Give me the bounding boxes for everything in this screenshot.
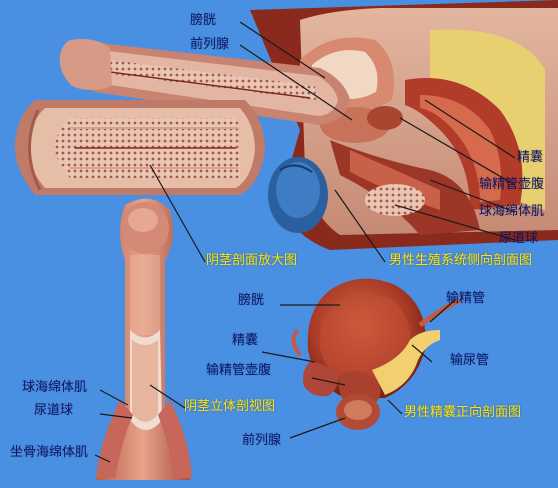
leader-urethral-bulb-top bbox=[394, 204, 516, 241]
label-vas-deferens: 输精管 bbox=[446, 291, 486, 306]
penis-3d-art bbox=[95, 198, 192, 481]
caption-enlarged-section: 阴茎剖面放大图 bbox=[206, 253, 298, 268]
leader-sagittal-caption bbox=[334, 189, 386, 263]
leader-urethral-bulb-3d bbox=[99, 413, 133, 419]
label-urethral-bulb-sagittal: 尿道球 bbox=[499, 231, 539, 246]
leader-seminal-vesicle bbox=[424, 99, 516, 159]
caption-frontal-section: 男性精囊正向剖面图 bbox=[404, 405, 522, 420]
leader-seminal-vesicle-frontal bbox=[261, 351, 316, 363]
label-seminal-vesicle-frontal: 精囊 bbox=[232, 333, 259, 348]
leader-bulbospongiosus-top bbox=[429, 179, 516, 213]
label-prostate-frontal: 前列腺 bbox=[242, 433, 282, 448]
label-ampulla-sagittal: 输精管壶腹 bbox=[479, 177, 545, 192]
caption-sagittal-section: 男性生殖系统侧向剖面图 bbox=[389, 253, 533, 268]
leader-3d-caption bbox=[149, 384, 186, 409]
label-prostate-sagittal: 前列腺 bbox=[190, 37, 230, 52]
leader-ampulla-frontal bbox=[311, 377, 346, 386]
sagittal-section-art bbox=[59, 0, 558, 250]
label-seminal-vesicle-sagittal: 精囊 bbox=[517, 150, 544, 165]
label-bulbospongiosus-sagittal: 球海绵体肌 bbox=[479, 204, 545, 219]
label-urethral-bulb-3d: 尿道球 bbox=[34, 403, 74, 418]
leader-lines bbox=[94, 21, 516, 463]
label-ischiocavernosus: 坐骨海绵体肌 bbox=[10, 445, 89, 460]
leader-ischiocavernosus bbox=[94, 454, 111, 463]
leader-bladder-top bbox=[239, 21, 326, 79]
label-ureter: 输尿管 bbox=[450, 353, 490, 368]
leader-enlarged-caption bbox=[149, 164, 206, 263]
leader-vas-deferens bbox=[429, 299, 456, 323]
label-bulbospongiosus-3d: 球海绵体肌 bbox=[22, 380, 88, 395]
caption-3d-section: 阴茎立体剖视图 bbox=[184, 399, 276, 414]
leader-prostate-top bbox=[239, 44, 353, 121]
label-bladder-sagittal: 膀胱 bbox=[190, 13, 217, 28]
enlarged-section-art bbox=[15, 100, 265, 195]
leader-ampulla bbox=[399, 117, 516, 186]
leader-frontal-caption bbox=[387, 399, 403, 415]
frontal-section-art bbox=[291, 278, 462, 430]
label-bladder-frontal: 膀胱 bbox=[238, 293, 265, 308]
label-ampulla-frontal: 输精管壶腹 bbox=[206, 363, 272, 378]
leader-bulbospongiosus-3d bbox=[99, 389, 129, 406]
leader-prostate-frontal bbox=[289, 417, 346, 439]
leader-ureter bbox=[411, 344, 433, 363]
